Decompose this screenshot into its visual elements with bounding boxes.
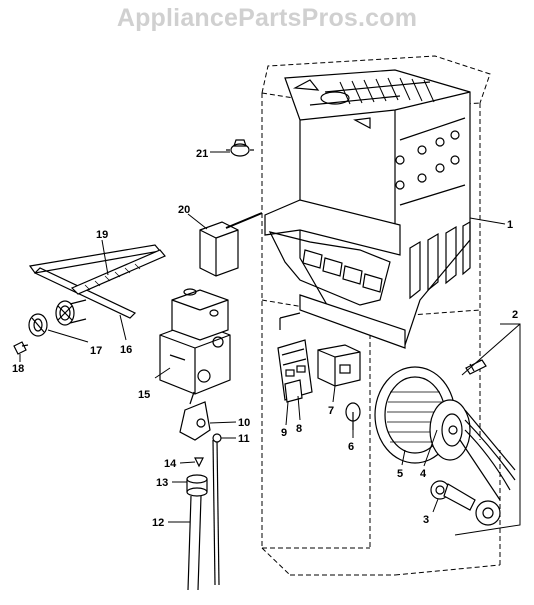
leader-8	[297, 395, 301, 421]
callout-19: 19	[96, 229, 108, 241]
ferrule	[194, 457, 204, 468]
port-circles	[395, 130, 460, 190]
leader-4	[423, 429, 438, 467]
leader-7	[332, 385, 336, 403]
callout-6: 6	[348, 441, 354, 453]
burner-slots	[302, 249, 383, 293]
callouts: 1 2 3 4 5 6 7 8 9 10 11 12 13 14 15 16 1…	[12, 148, 518, 529]
callout-13: 13	[156, 477, 168, 489]
callout-21: 21	[196, 148, 208, 160]
callout-7: 7	[328, 405, 334, 417]
control-board	[277, 312, 313, 403]
callout-2: 2	[512, 309, 518, 321]
callout-8: 8	[296, 423, 302, 435]
fitting-nut	[186, 474, 208, 497]
callout-14: 14	[164, 458, 177, 470]
callout-5: 5	[397, 468, 403, 480]
leader-20	[187, 213, 208, 230]
burner-rail	[28, 244, 166, 319]
limit-switch	[226, 139, 254, 157]
callout-20: 20	[178, 204, 190, 216]
callout-16: 16	[120, 344, 132, 356]
control-module	[199, 212, 263, 277]
leader-15	[154, 367, 171, 379]
callout-1: 1	[507, 219, 513, 231]
blower-assembly	[374, 366, 516, 501]
leader-5	[401, 449, 406, 466]
motor-mount	[430, 480, 501, 526]
leader-19	[101, 239, 109, 276]
leader-14	[179, 461, 196, 464]
leader-1	[469, 217, 506, 225]
leader-9	[285, 401, 289, 426]
capacitor	[345, 402, 361, 430]
leader-16	[119, 314, 127, 341]
burner	[28, 299, 87, 337]
leader-17	[47, 329, 89, 343]
transformer	[317, 344, 361, 387]
callout-4: 4	[420, 468, 427, 480]
callout-17: 17	[90, 345, 102, 357]
orifice	[13, 341, 29, 355]
front-slots	[409, 220, 471, 300]
callout-3: 3	[423, 514, 429, 526]
leader-3	[432, 498, 439, 513]
fin-rows	[339, 77, 435, 105]
callout-18: 18	[12, 363, 24, 375]
callout-11: 11	[238, 433, 250, 445]
callout-9: 9	[281, 427, 287, 439]
heat-exchanger	[264, 69, 471, 349]
pilot-tube	[187, 495, 202, 591]
callout-10: 10	[238, 417, 250, 429]
bracket-2	[499, 323, 521, 529]
watermark: AppliancePartsPros.com	[116, 4, 418, 32]
thermocouple	[212, 433, 222, 586]
gas-valve	[159, 288, 231, 395]
pilot-assembly	[179, 391, 211, 441]
callout-15: 15	[138, 389, 150, 401]
leader-10	[209, 421, 237, 424]
callout-12: 12	[152, 517, 164, 529]
